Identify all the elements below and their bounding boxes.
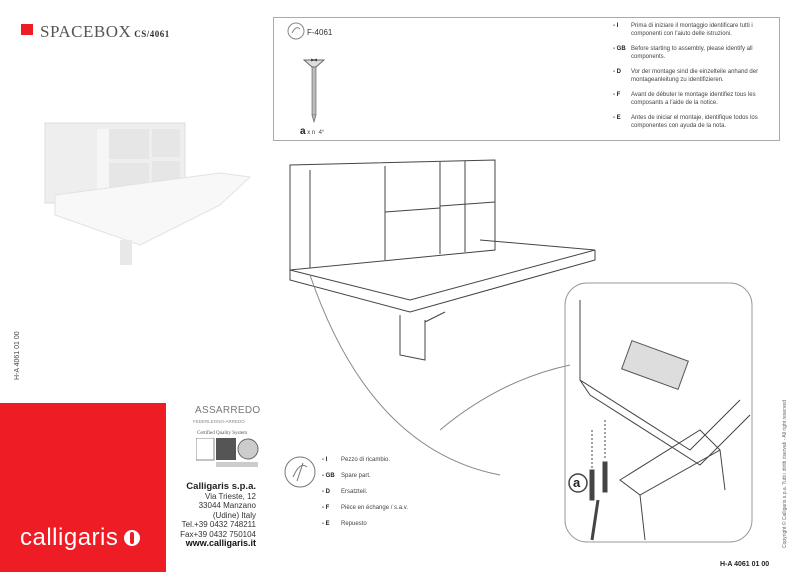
product-model: CS/4061 [134,29,170,39]
company-street: Via Trieste, 12 [205,491,256,501]
instruction-text: Antes de iniciar el montaje, identifique… [631,115,758,129]
spare-row: - E Repuesto [322,520,452,528]
assembly-drawing [289,159,753,543]
components-box [273,17,780,141]
lang-code: - F [613,92,621,98]
spare-part-list: - I Pezzo di ricambio. - GB Spare part. - … [322,456,452,536]
side-document-code: H-A 4061 01 00 [14,331,21,380]
lang-code: - E [322,521,330,527]
copyright-notice: Copyright © Calligaris s.p.a. Tutti i di… [782,400,788,548]
spare-text: Pezzo di ricambio. [341,457,391,463]
detail-label: a [573,475,581,490]
instruction-row: - E Antes de iniciar el montaje, identifi… [613,114,773,130]
spare-row: - GB Spare part. [322,472,452,480]
logo-mark-icon [124,530,141,546]
instruction-row: - GB Before starting to assembly, please … [613,45,773,61]
company-address: Calligaris s.p.a. Via Trieste, 12 33044 … [160,482,256,549]
logo-text: calligaris [20,524,119,551]
brand-square [21,24,33,35]
part-code-icon [287,22,305,40]
lang-code: - D [322,489,330,495]
quality-system-label: Certified Quality System [197,431,247,436]
lang-code: - F [322,505,330,511]
lang-code: - E [613,115,621,121]
qty-text: x n [307,130,316,136]
part-code: F-4061 [307,28,333,37]
company-city: 33044 Manzano [198,501,256,510]
instruction-text: Avant de débuter le montage identifiez t… [631,92,756,106]
company-website[interactable]: www.calligaris.it [185,538,256,548]
company-name: Calligaris s.p.a. [186,481,256,492]
lang-code: - D [613,69,621,75]
instructions-list: - I Prima di iniziare il montaggio identi… [613,22,773,137]
lang-code: - I [613,23,619,29]
qty-value: 4° [318,130,325,136]
spare-part-icon [284,456,316,488]
calligaris-logo: calligaris [20,524,141,552]
instruction-row: - I Prima di iniziare il montaggio identi… [613,22,773,38]
certification-badges [196,438,259,467]
instruction-row: - D Vor der montage sind die einzelteile … [613,68,773,84]
assarredo-logo: ASSARREDO [195,405,261,416]
spare-text: Ersatzteil. [341,489,368,495]
instruction-text: Before starting to assembly, please iden… [631,46,753,60]
instruction-text: Prima di iniziare il montaggio identific… [631,23,753,37]
spare-text: Spare part. [341,473,371,479]
screw-icon [303,58,325,123]
product-render [44,122,252,265]
instruction-text: Vor der montage sind die einzelteile anh… [631,69,759,83]
company-fax: Fax+39 0432 750104 [180,529,256,539]
lang-code: - GB [322,473,335,479]
spare-text: Pièce en échange / s.a.v. [341,505,408,511]
footer-document-code: H-A 4061 01 00 [720,561,770,568]
brand-red-block [0,403,166,572]
spare-row: - D Ersatzteil. [322,488,452,496]
lang-code: - GB [613,46,626,52]
instruction-row: - F Avant de débuter le montage identifie… [613,91,773,107]
spare-row: - I Pezzo di ricambio. [322,456,452,464]
quantity-label: a x n 4° [300,126,324,137]
product-name: SPACEBOX [40,22,132,41]
lang-code: - I [322,457,328,463]
company-region: (Udine) Italy [212,510,256,520]
part-a-badge-icon [568,473,588,493]
qty-letter: a [300,126,306,137]
federlegno-logo: FEDERLEGNO-ARREDO [193,419,245,424]
company-tel: Tel.+39 0432 748211 [181,520,256,529]
spare-text: Repuesto [341,521,367,527]
spare-row: - F Pièce en échange / s.a.v. [322,504,452,512]
